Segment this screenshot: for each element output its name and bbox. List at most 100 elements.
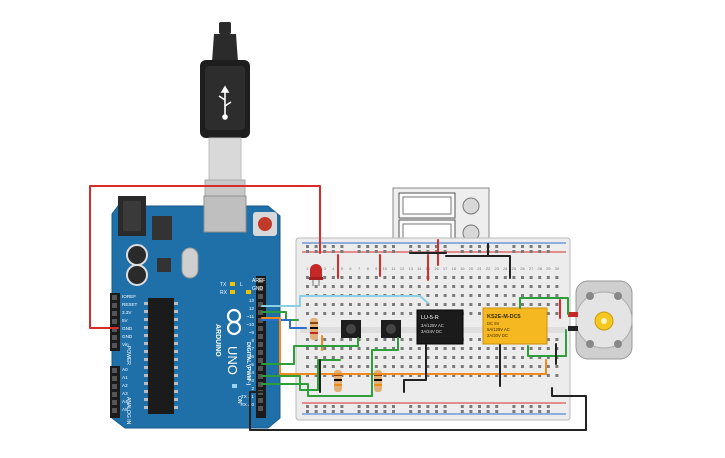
column-number-5: 5 <box>341 266 344 271</box>
column-number-12: 12 <box>400 266 405 271</box>
digital-pin-label-5: 8 <box>251 338 254 343</box>
power-pin-label-1: RESET <box>122 302 138 307</box>
analog-pin-label-4: A4 <box>122 399 128 404</box>
power-pin-label-0: IOREF <box>122 294 136 299</box>
digital-pin-label-2: ~11 <box>247 314 255 319</box>
wires <box>89 185 587 431</box>
column-number-27: 27 <box>529 266 534 271</box>
usb-cable[interactable] <box>200 22 250 205</box>
wire-green-button3[interactable] <box>261 337 399 397</box>
column-number-29: 29 <box>546 266 551 271</box>
digital-pin-label-1: 12 <box>249 306 255 311</box>
wire-black-relay1[interactable] <box>403 344 427 393</box>
wire-5v-red[interactable] <box>89 185 321 329</box>
column-number-21: 21 <box>477 266 482 271</box>
column-number-10: 10 <box>383 266 388 271</box>
analog-pin-label-1: A1 <box>122 375 128 380</box>
digital-label: DIGITAL (PWM~) <box>245 342 251 386</box>
arduino-model: UNO <box>225 346 240 375</box>
column-number-20: 20 <box>469 266 474 271</box>
analog-pin-label-3: A3 <box>122 391 128 396</box>
column-number-14: 14 <box>417 266 422 271</box>
column-number-11: 11 <box>391 266 396 271</box>
relay-ks2e[interactable]: KS2E-M-DC5 DC 5V 5A/125V AC 2A/30V DC <box>482 307 548 345</box>
column-number-17: 17 <box>443 266 448 271</box>
wire-black-ground-loop[interactable] <box>249 387 587 431</box>
column-number-4: 4 <box>332 266 335 271</box>
atmega-chip <box>148 298 174 414</box>
analog-label: ANALOG IN <box>125 397 131 425</box>
rx-label: RX <box>220 290 228 296</box>
tx-label: TX <box>220 282 227 288</box>
resistor-1[interactable] <box>310 318 318 340</box>
gear-icon <box>594 311 614 331</box>
digital-pin-label-13: RX←0 <box>240 402 254 407</box>
column-number-7: 7 <box>358 266 361 271</box>
aref-label: AREF <box>252 278 265 284</box>
column-number-24: 24 <box>503 266 508 271</box>
crystal-oscillator <box>181 247 199 279</box>
wire-green-button1[interactable] <box>261 337 359 365</box>
on-led <box>232 384 237 388</box>
column-number-22: 22 <box>486 266 491 271</box>
power-pin-label-4: GND <box>122 326 133 331</box>
column-number-9: 9 <box>375 266 378 271</box>
analog-pin-label-0: A0 <box>122 367 128 372</box>
capacitor-1 <box>126 244 148 266</box>
relay-lu5r-line-2: 3A/24V DC <box>421 329 442 334</box>
power-pin-label-3: 5V <box>122 318 129 323</box>
digital-pin-label-4: ~9 <box>249 330 255 335</box>
usb-icon <box>218 85 232 120</box>
column-number-1: 1 <box>306 266 309 271</box>
column-number-6: 6 <box>349 266 352 271</box>
push-button-1[interactable] <box>341 320 361 338</box>
wire-green-motor-2[interactable] <box>527 329 567 357</box>
digital-pin-label-7: ~6 <box>249 354 255 359</box>
analog-pin-label-2: A2 <box>122 383 128 388</box>
digital-pin-label-0: 13 <box>249 298 255 303</box>
column-number-30: 30 <box>555 266 560 271</box>
digital-pin-label-12: TX→1 <box>241 394 254 399</box>
on-label: ON <box>236 396 242 404</box>
digital-pin-labels: 13 12 ~11 ~10 ~9 8 7 ~6 ~5 4 ~3 2TX→1RX←0 <box>240 278 263 411</box>
digital-pin-label-10: ~3 <box>249 378 255 383</box>
arduino-infinity-logo-icon <box>226 308 242 336</box>
relay-lu5r[interactable]: LU-5-R 3A/125V AC 3A/24V DC <box>416 309 464 345</box>
column-number-8: 8 <box>367 266 370 271</box>
relay-ks2e-line-3: 2A/30V DC <box>487 333 508 338</box>
column-number-28: 28 <box>537 266 542 271</box>
power-pin-label-5: GND <box>122 334 133 339</box>
power-pin-label-2: 3.3V <box>122 310 132 315</box>
wire-cyan[interactable] <box>261 295 429 307</box>
relay-ks2e-line-2: 5A/125V AC <box>487 327 510 332</box>
column-number-25: 25 <box>512 266 517 271</box>
l-label: L <box>240 282 243 288</box>
digital-pin-label-3: ~10 <box>246 322 254 327</box>
wire-green-pin11[interactable] <box>261 311 299 321</box>
wire-blue-pin10[interactable] <box>261 319 307 329</box>
wire-green-motor-1[interactable] <box>519 297 569 315</box>
gnd-label: GND <box>252 286 264 292</box>
relay-lu5r-line-1: 3A/125V AC <box>421 323 444 328</box>
digital-pin-label-11: 2 <box>251 386 254 391</box>
digital-pin-label-9: 4 <box>251 370 254 375</box>
digital-pin-label-6: 7 <box>251 346 254 351</box>
column-number-16: 16 <box>434 266 439 271</box>
dc-motor[interactable] <box>568 280 633 360</box>
column-number-13: 13 <box>408 266 413 271</box>
usb-jack <box>203 195 247 233</box>
digital-pin-label-8: ~5 <box>249 362 255 367</box>
column-number-18: 18 <box>451 266 456 271</box>
wire-orange[interactable] <box>261 317 547 375</box>
push-button-2[interactable] <box>381 320 401 338</box>
wire-black-top[interactable] <box>445 255 511 279</box>
relay-ks2e-line-1: DC 5V <box>487 321 500 326</box>
potentiometer-knob-1[interactable] <box>462 197 480 215</box>
column-number-19: 19 <box>460 266 465 271</box>
red-led[interactable] <box>309 264 323 286</box>
